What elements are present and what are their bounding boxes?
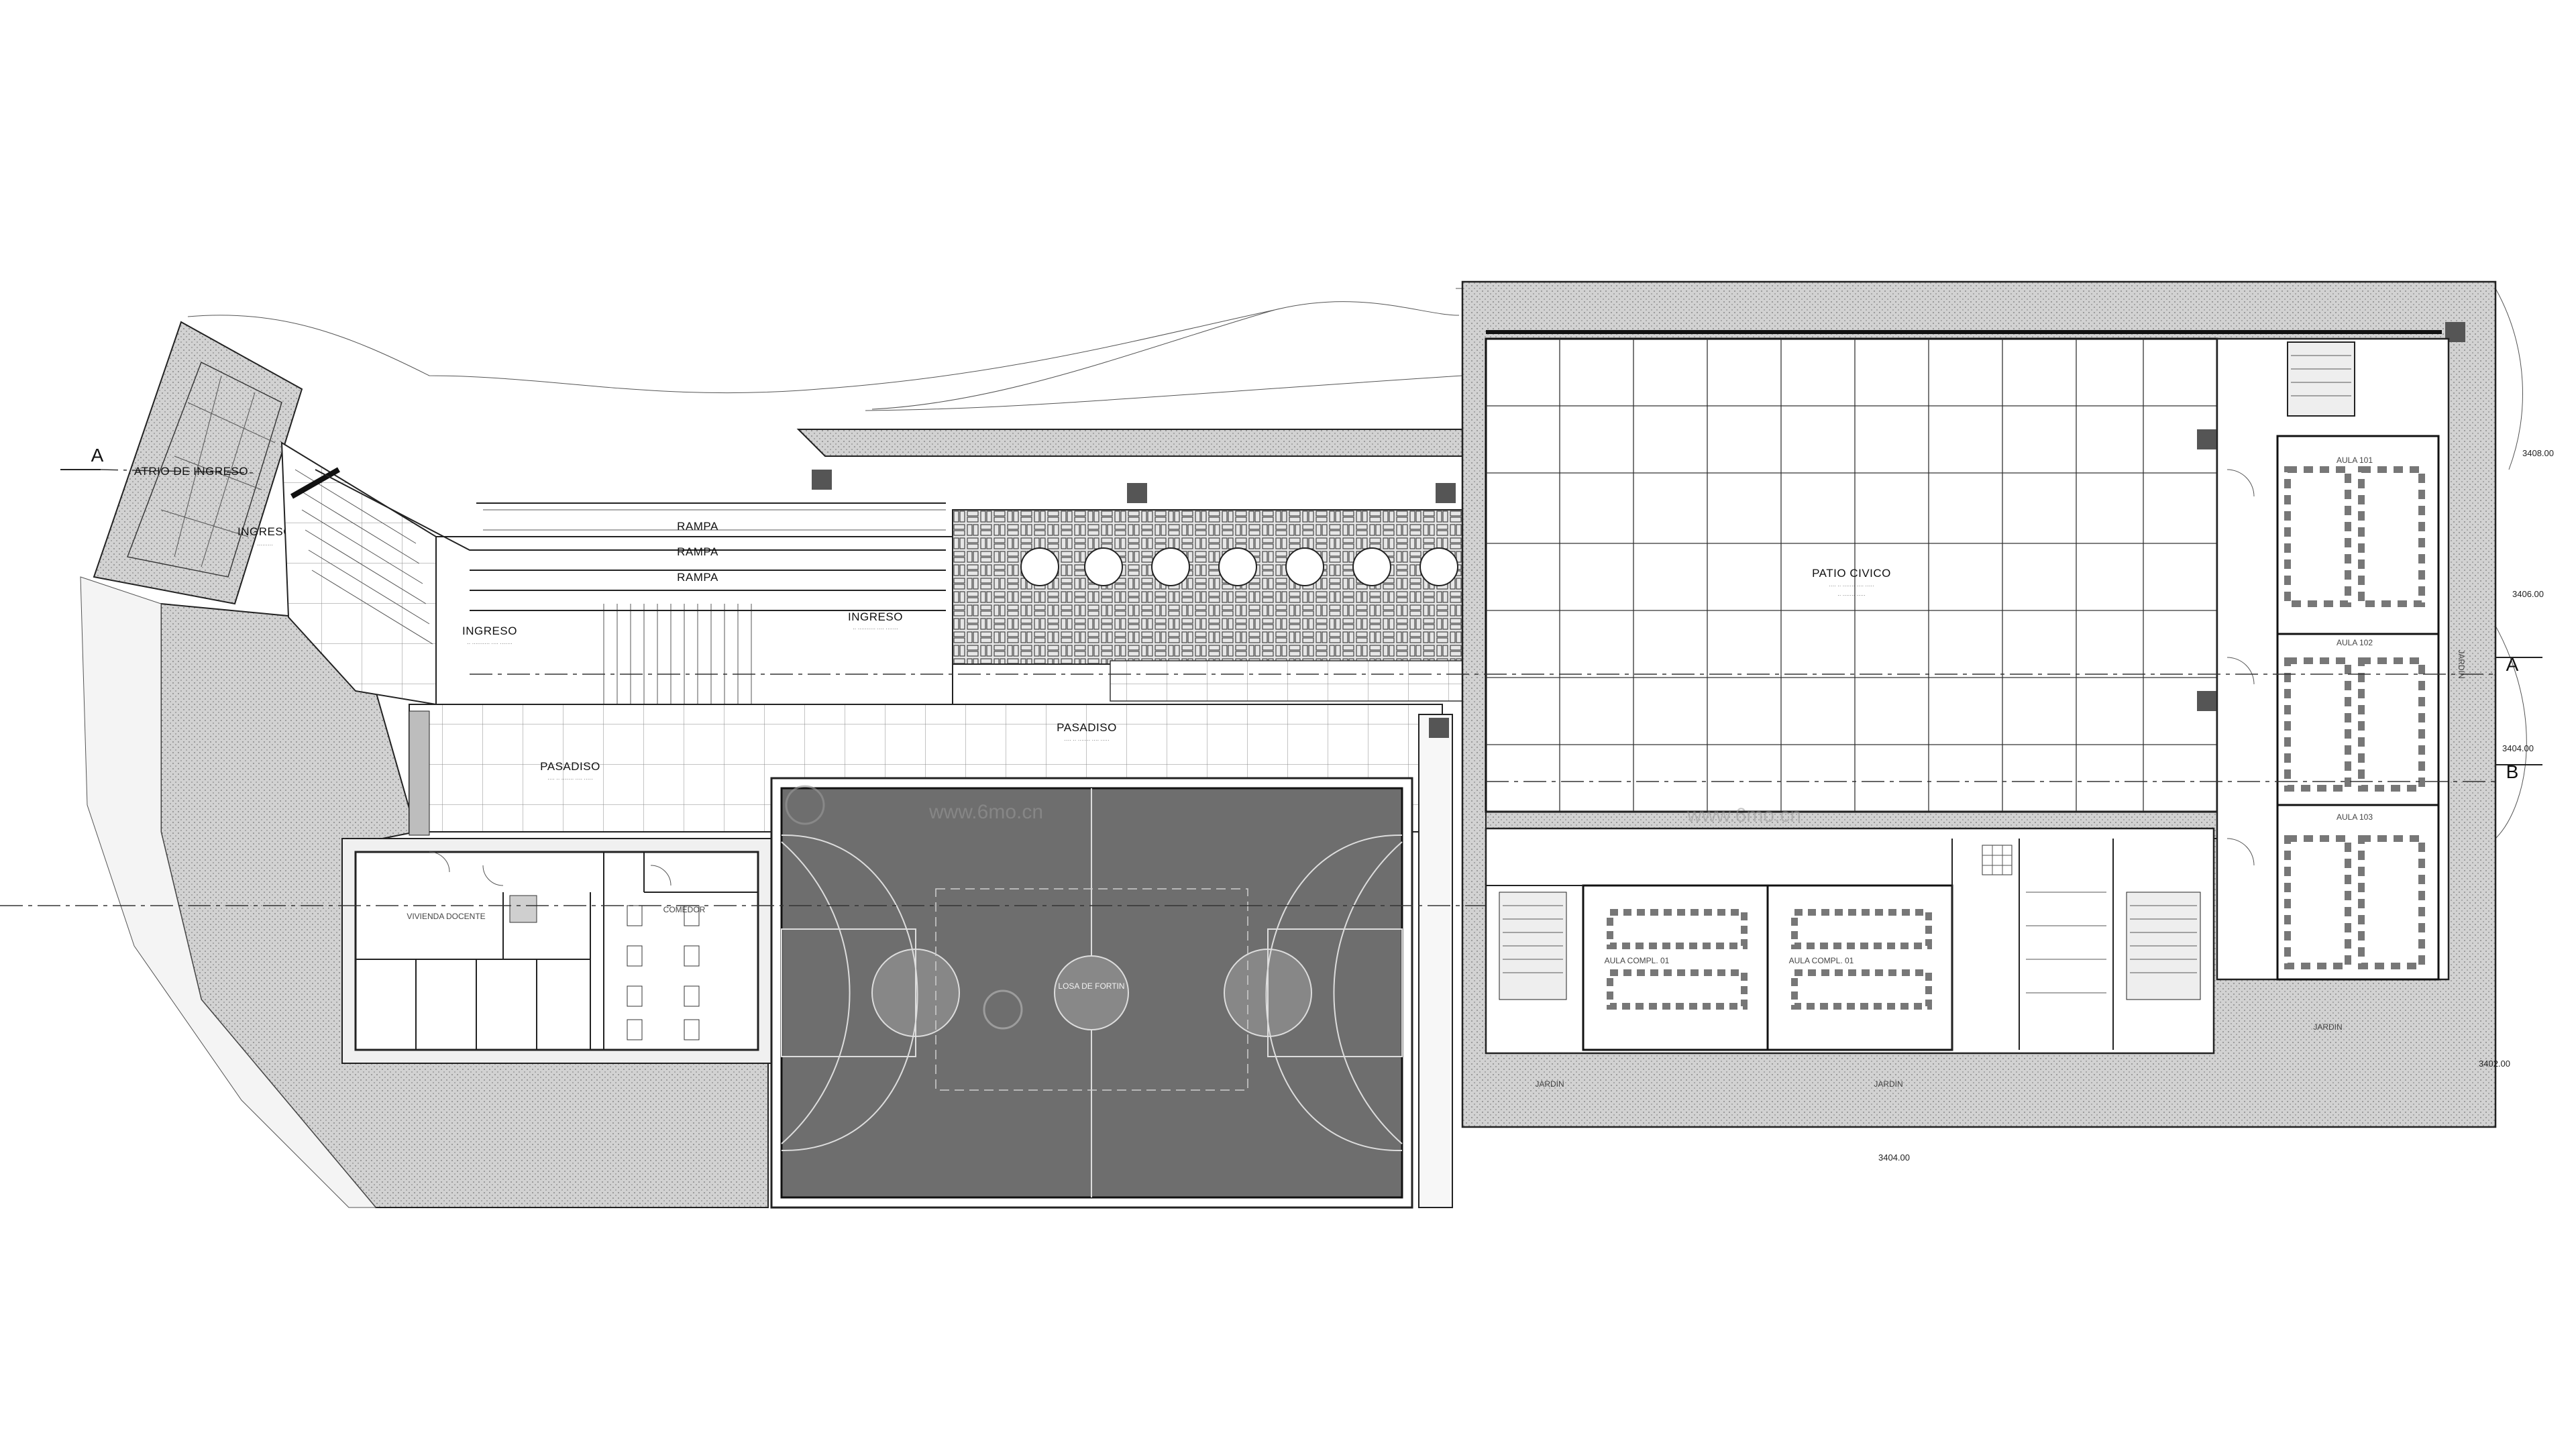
- label-jardin-1: JARDIN: [1535, 1079, 1564, 1089]
- label-pasadiso-1: PASADISO: [540, 760, 600, 773]
- watermark-2: www.6mo.cn: [1686, 804, 1801, 826]
- watermark-1: www.6mo.cn: [928, 801, 1043, 823]
- svg-text:·· ·········· ···· ·······: ·· ·········· ···· ·······: [467, 641, 513, 647]
- section-mark-b-right: B: [2506, 761, 2519, 782]
- svg-text:·········: ·········: [257, 542, 273, 548]
- label-losa: LOSA DE FORTIN: [1058, 981, 1124, 991]
- elevation-marks: 3408.00 3406.00 3404.00 3402.00 3404.00: [1878, 448, 2554, 1163]
- aulas-wing: AULA 101 AULA 102 AULA 103 JARDIN: [2216, 337, 2466, 981]
- label-comedor: COMEDOR: [663, 905, 706, 914]
- svg-text:···· ·· ······· ···· ·····: ···· ·· ······· ···· ·····: [1064, 737, 1110, 743]
- label-aula-compl-2: AULA COMPL. 01: [1789, 956, 1854, 965]
- label-jardin-2: JARDIN: [1874, 1079, 1902, 1089]
- label-vivienda: VIVIENDA DOCENTE: [407, 912, 485, 921]
- woven-plaza: [952, 509, 1490, 702]
- label-ingreso-2: INGRESO: [462, 625, 517, 637]
- label-atrio: ATRIO DE INGRESO: [134, 465, 248, 478]
- section-mark-a-left: A: [91, 445, 104, 466]
- ingreso-stairs: INGRESO ·· ·········· ···· ······· INGRE…: [280, 441, 953, 712]
- svg-text:·· ······· ·····: ·· ······· ·····: [1837, 592, 1866, 598]
- svg-text:···· ·· ······· ···· ·····: ···· ·· ······· ···· ·····: [1829, 583, 1874, 589]
- label-rampa-1: RAMPA: [677, 520, 718, 533]
- entrance-atrium: A ATRIO DE INGRESO INGRESO ·········: [60, 321, 303, 605]
- label-rampa-2: RAMPA: [677, 545, 718, 558]
- label-jardin-3: JARDIN: [2313, 1022, 2342, 1032]
- label-aula-compl-1: AULA COMPL. 01: [1605, 956, 1670, 965]
- label-aula-103: AULA 103: [2337, 812, 2373, 822]
- svg-text:···· ·· ······· ···· ·····: ···· ·· ······· ···· ·····: [547, 776, 593, 782]
- elev-3404-right: 3404.00: [2502, 743, 2534, 753]
- elev-3406: 3406.00: [2512, 589, 2544, 599]
- vivienda-block: VIVIENDA DOCENTE COMEDOR: [341, 838, 772, 1064]
- label-jardin-4: JARDIN: [2457, 649, 2466, 678]
- aula-desks: [2284, 466, 2425, 969]
- label-pasadiso-2: PASADISO: [1057, 721, 1117, 734]
- elev-3402: 3402.00: [2479, 1059, 2510, 1069]
- label-aula-102: AULA 102: [2337, 638, 2373, 647]
- label-patio-civico: PATIO CIVICO: [1812, 567, 1891, 580]
- section-mark-a-right: A: [2506, 654, 2519, 675]
- elev-3404-bottom: 3404.00: [1878, 1152, 1910, 1163]
- comedor-tables: [627, 905, 700, 1040]
- svg-text:·· ·········· ···· ·······: ·· ·········· ···· ·······: [853, 626, 898, 632]
- jardines: JARDIN JARDIN JARDIN: [1535, 1022, 2342, 1089]
- label-aula-101: AULA 101: [2337, 455, 2373, 465]
- section-lines: A B: [0, 654, 2542, 906]
- ramps: RAMPA RAMPA RAMPA: [315, 429, 1463, 611]
- south-building: AULA COMPL. 01 AULA COMPL. 01: [1485, 811, 2218, 1055]
- compl-desks: [1607, 909, 1932, 1010]
- basketball-court: LOSA DE FORTIN: [770, 777, 1413, 1209]
- planters: [1020, 547, 1458, 586]
- label-ingreso-1: INGRESO: [237, 525, 292, 538]
- watermarks: www.6mo.cn www.6mo.cn: [785, 785, 1801, 1030]
- label-rampa-3: RAMPA: [677, 571, 718, 584]
- elev-3408: 3408.00: [2522, 448, 2554, 458]
- label-ingreso-3: INGRESO: [848, 610, 903, 623]
